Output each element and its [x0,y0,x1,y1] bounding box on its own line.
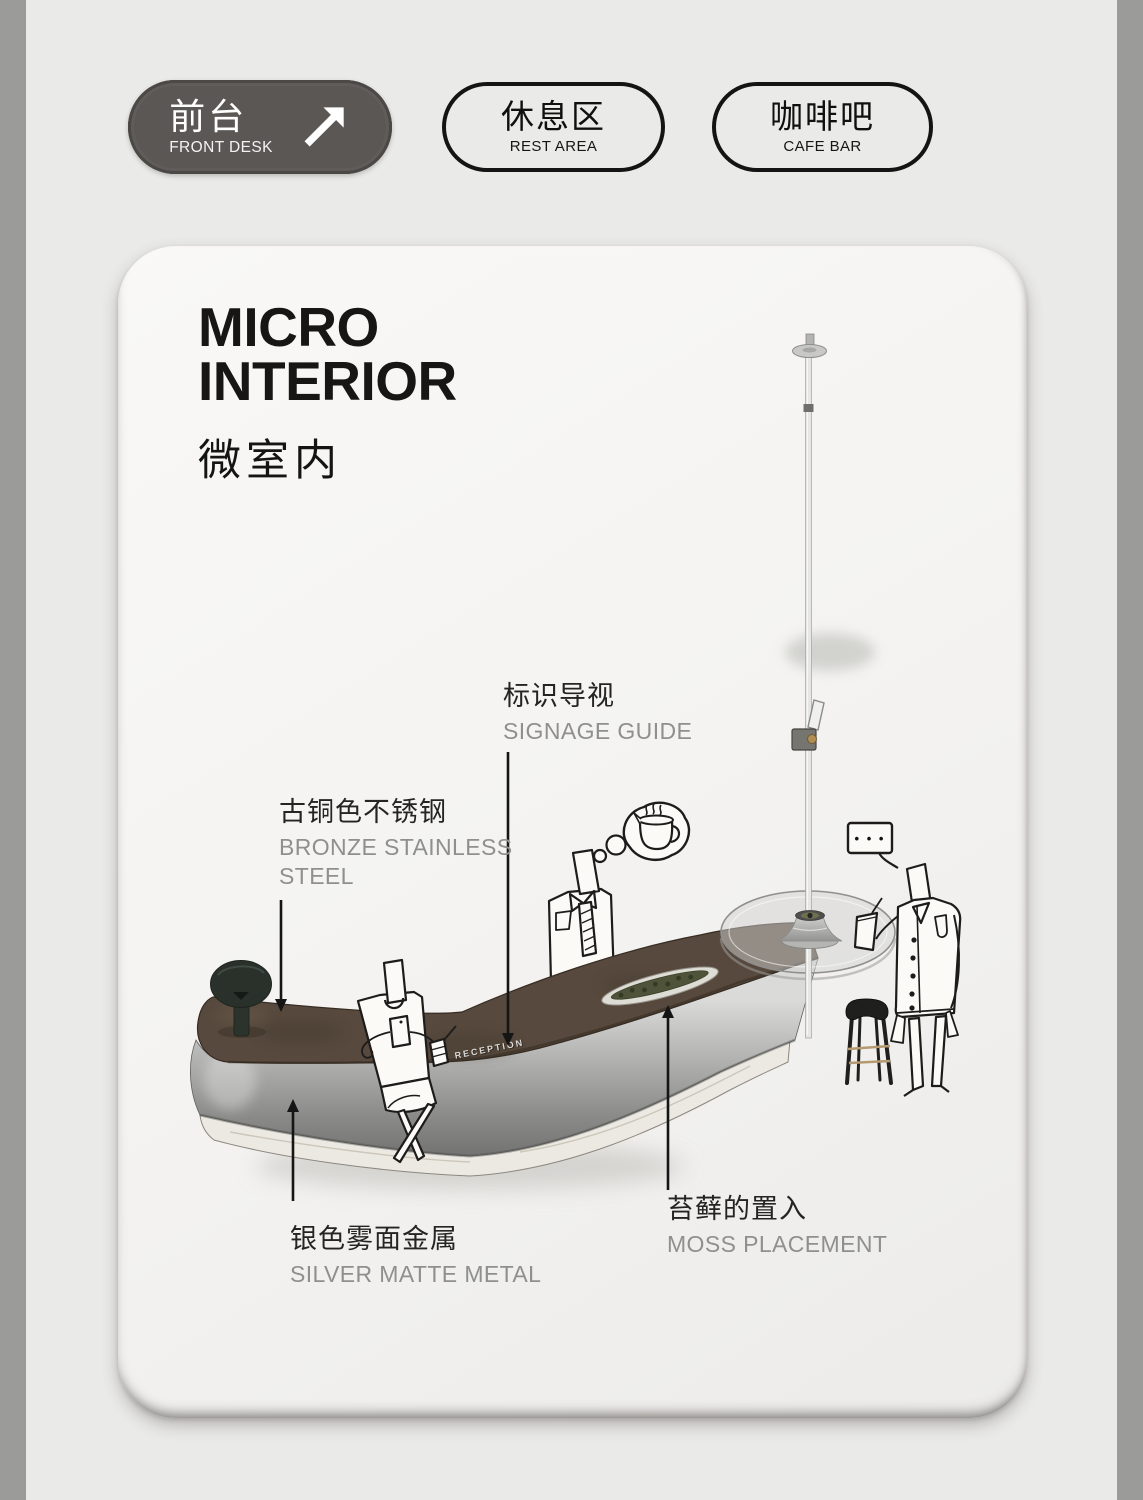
title-zh: 微室内 [198,436,342,485]
annotation-silver-en: SILVER MATTE METAL [290,1261,542,1288]
pole-spotlight [791,699,825,751]
title-line-2: INTERIOR [198,349,457,412]
title-line-1: MICRO [198,296,379,358]
tab-front-desk-labels: 前台 FRONT DESK [169,95,273,156]
annotation-silver-zh: 银色雾面金属 [290,1224,458,1254]
annotation-arrows [275,752,674,1201]
arrow-up-right-icon [304,107,344,147]
pole-lamp [777,333,843,1039]
tab-front-desk[interactable]: 前台 FRONT DESK [128,80,392,174]
ceiling-light-halo [785,633,875,671]
sketch-person-receptionist [356,958,457,1164]
pole-lamp-base [777,910,843,949]
annotation-moss-zh: 苔藓的置入 [667,1194,807,1224]
tab-front-desk-label-zh: 前台 [169,95,248,137]
annotation-signage-zh: 标识导视 [503,681,615,711]
annotation-signage: 标识导视 SIGNAGE GUIDE [503,681,692,746]
left-edge-strip [0,0,26,1500]
drink-cup-icon [853,911,879,952]
page-title: MICRO INTERIOR 微室内 [198,296,457,488]
pole-connector [803,404,814,412]
tab-rest-area-label-en: REST AREA [509,138,598,155]
sketch-person-speaking [846,821,962,1097]
tab-front-desk-label-en: FRONT DESK [169,138,273,156]
annotation-silver: 银色雾面金属 SILVER MATTE METAL [290,1224,541,1289]
annotation-moss: 苔藓的置入 MOSS PLACEMENT [667,1194,887,1259]
tab-cafe-bar[interactable]: 咖啡吧 CAFE BAR [712,82,933,172]
annotation-bronze-en1: BRONZE STAINLESS [279,834,513,861]
annotation-bronze-zh: 古铜色不锈钢 [279,797,447,827]
tab-cafe-bar-label-en: CAFE BAR [783,138,862,155]
counter-cup-icon [428,1037,450,1068]
annotation-bronze: 古铜色不锈钢 BRONZE STAINLESS STEEL [279,797,512,891]
tab-rest-area-label-zh: 休息区 [501,98,606,135]
annotation-signage-en: SIGNAGE GUIDE [503,718,693,745]
annotation-moss-en: MOSS PLACEMENT [667,1231,888,1258]
moss-tray [601,966,719,1006]
annotation-bronze-en2: STEEL [279,863,354,890]
speech-bubble-icon [846,821,894,855]
coffee-cup-icon [633,803,681,851]
sketch-person-thinking [547,801,691,984]
tab-rest-area[interactable]: 休息区 REST AREA [442,82,665,172]
counter-silver-front [190,957,819,1158]
tab-cafe-bar-label-zh: 咖啡吧 [770,98,875,135]
stool [845,998,893,1085]
speech-bubble-dots: • • • [855,831,886,846]
right-edge-strip [1117,0,1143,1500]
table-lamp-black [210,960,272,1038]
